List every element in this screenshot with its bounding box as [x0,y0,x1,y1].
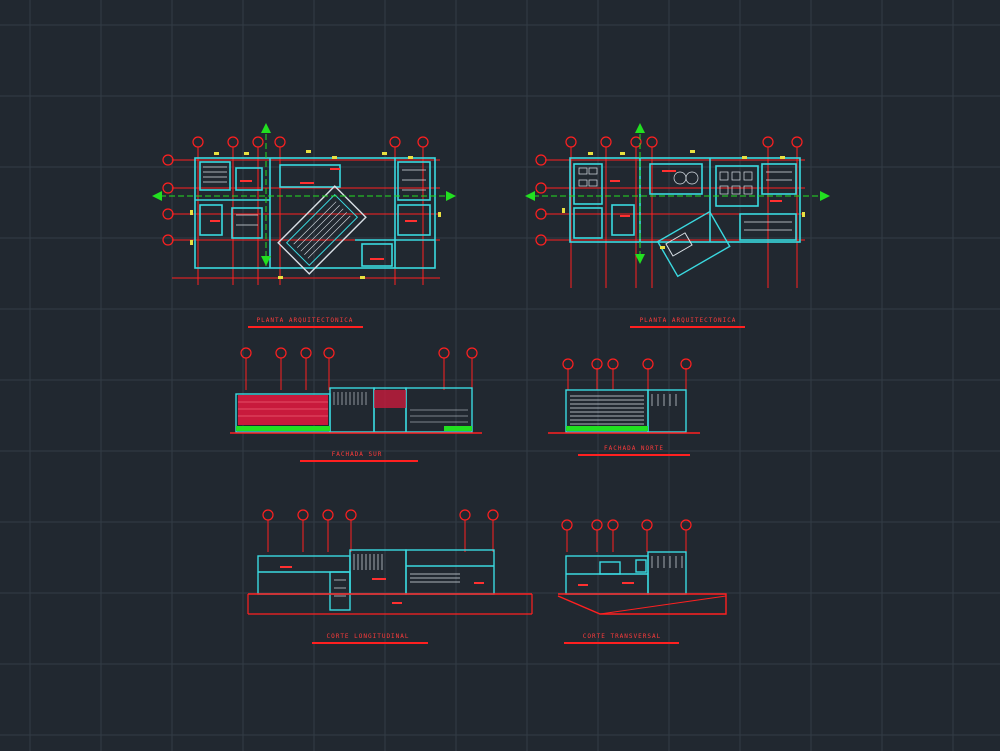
plan1-rotated-hall [277,185,367,275]
plan1-title-text: PLANTA ARQUITECTONICA [257,317,354,324]
sect-trans-axis-lines [566,530,687,552]
sect-trans-labels [578,582,634,586]
plan1-room-labels [210,168,417,260]
elev-south-vegetation [236,426,330,431]
plan2-axis-bubbles [535,136,803,246]
section-longitudinal[interactable]: CORTE LONGITUDINAL [247,509,533,644]
sect-trans-slope-line [599,595,727,615]
elev-south-louvers [333,392,468,423]
plan2-title: PLANTA ARQUITECTONICA [630,317,745,328]
plan1-axis-bubbles [162,136,429,246]
elev-north-axis-lines [567,368,687,390]
plan1-markers [190,150,441,279]
plan-first-floor[interactable]: PLANTA ARQUITECTONICA [152,123,456,328]
sect-long-title: CORTE LONGITUDINAL [312,633,428,644]
sect-long-details [334,554,460,597]
plan1-section-arrows [152,123,456,266]
elevation-south[interactable]: FACHADA SUR [230,347,482,462]
elev-south-outline [235,387,473,433]
sect-trans-title: CORTE TRANSVERSAL [564,633,679,644]
sect-trans-outline [565,551,687,595]
plan-second-floor[interactable]: PLANTA ARQUITECTONICA [525,123,830,328]
plan1-title: PLANTA ARQUITECTONICA [248,317,363,328]
section-transversal[interactable]: CORTE TRANSVERSAL [557,519,727,644]
plan1-furniture [203,166,426,226]
elev-north-title-text: FACHADA NORTE [604,445,664,452]
plan2-rotated-wing [656,210,731,278]
plan2-title-text: PLANTA ARQUITECTONICA [640,317,737,324]
sect-trans-title-text: CORTE TRANSVERSAL [583,633,661,640]
elev-south-vegetation-right [444,426,472,431]
elev-south-title-text: FACHADA SUR [332,451,383,458]
sect-trans-details [651,556,683,568]
elev-north-title: FACHADA NORTE [578,445,690,456]
elev-south-axis-lines [245,358,473,390]
elevation-north[interactable]: FACHADA NORTE [548,358,700,456]
elev-north-louvers [570,394,677,425]
plan2-room-labels [610,170,782,217]
elev-south-title: FACHADA SUR [300,451,418,462]
elev-south-panel-lines [238,401,328,417]
elev-north-outline [565,389,687,433]
plan2-markers [562,150,805,249]
sect-long-axis-bubbles [262,509,499,521]
elev-south-axis-bubbles [240,347,478,359]
elev-south-red-panel [238,395,328,425]
sect-long-labels [280,566,484,604]
sect-long-title-text: CORTE LONGITUDINAL [326,633,409,640]
plan2-furniture [578,167,792,231]
sect-trans-terrain [557,593,727,615]
elev-north-axis-bubbles [562,358,692,370]
elev-north-vegetation [566,426,648,431]
plan1-walls [194,157,436,269]
sect-trans-axis-bubbles [561,519,692,531]
elev-south-accent-panel [374,390,406,408]
plan1-axis-lines [172,147,440,285]
plan2-section-arrows [525,123,830,264]
sect-long-axis-lines [267,520,494,552]
plan2-walls [569,157,801,243]
